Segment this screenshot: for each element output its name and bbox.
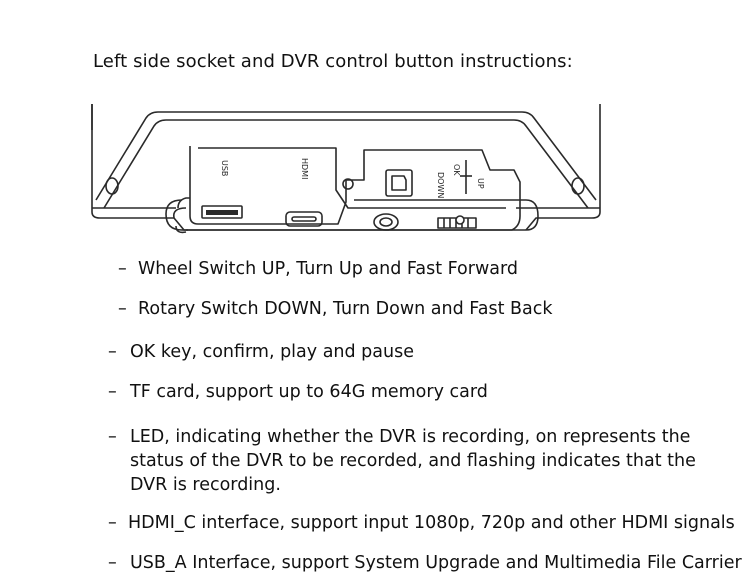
bullet-dash: – bbox=[118, 259, 127, 279]
instruction-text: HDMI_C interface, support input 1080p, 7… bbox=[128, 513, 735, 533]
instruction-text: USB_A Interface, support System Upgrade … bbox=[130, 553, 742, 573]
usb-socket bbox=[201, 205, 243, 219]
port-panel bbox=[186, 146, 521, 231]
screw-hole-left bbox=[105, 177, 119, 195]
hdmi-socket bbox=[285, 211, 323, 227]
screw-hole-right bbox=[571, 177, 585, 195]
page-heading: Left side socket and DVR control button … bbox=[93, 51, 573, 72]
bullet-dash: – bbox=[108, 342, 117, 362]
bullet-dash: – bbox=[108, 382, 117, 402]
instruction-text: status of the DVR to be recorded, and fl… bbox=[130, 451, 696, 471]
instruction-text: DVR is recording. bbox=[130, 475, 281, 495]
tf-card-slot bbox=[385, 169, 413, 197]
bullet-dash: – bbox=[108, 427, 117, 447]
instruction-text: TF card, support up to 64G memory card bbox=[130, 382, 488, 402]
instruction-text: Rotary Switch DOWN, Turn Down and Fast B… bbox=[138, 299, 553, 319]
instruction-text: Wheel Switch UP, Turn Up and Fast Forwar… bbox=[138, 259, 518, 279]
housing-outline bbox=[91, 104, 188, 231]
bullet-dash: – bbox=[108, 513, 117, 533]
usb-label: USB bbox=[220, 160, 229, 176]
ok-button bbox=[373, 213, 399, 231]
bullet-dash: – bbox=[118, 299, 127, 319]
led-hole bbox=[342, 178, 354, 190]
bullet-dash: – bbox=[108, 553, 117, 573]
device-side-diagram: USB HDMI OK UP DOWN bbox=[91, 104, 601, 234]
down-label: DOWN bbox=[436, 172, 445, 198]
instruction-text: OK key, confirm, play and pause bbox=[130, 342, 414, 362]
hdmi-label: HDMI bbox=[300, 158, 309, 179]
up-label: UP bbox=[476, 178, 485, 189]
instruction-text: LED, indicating whether the DVR is recor… bbox=[130, 427, 691, 447]
ok-label: OK bbox=[452, 164, 461, 176]
